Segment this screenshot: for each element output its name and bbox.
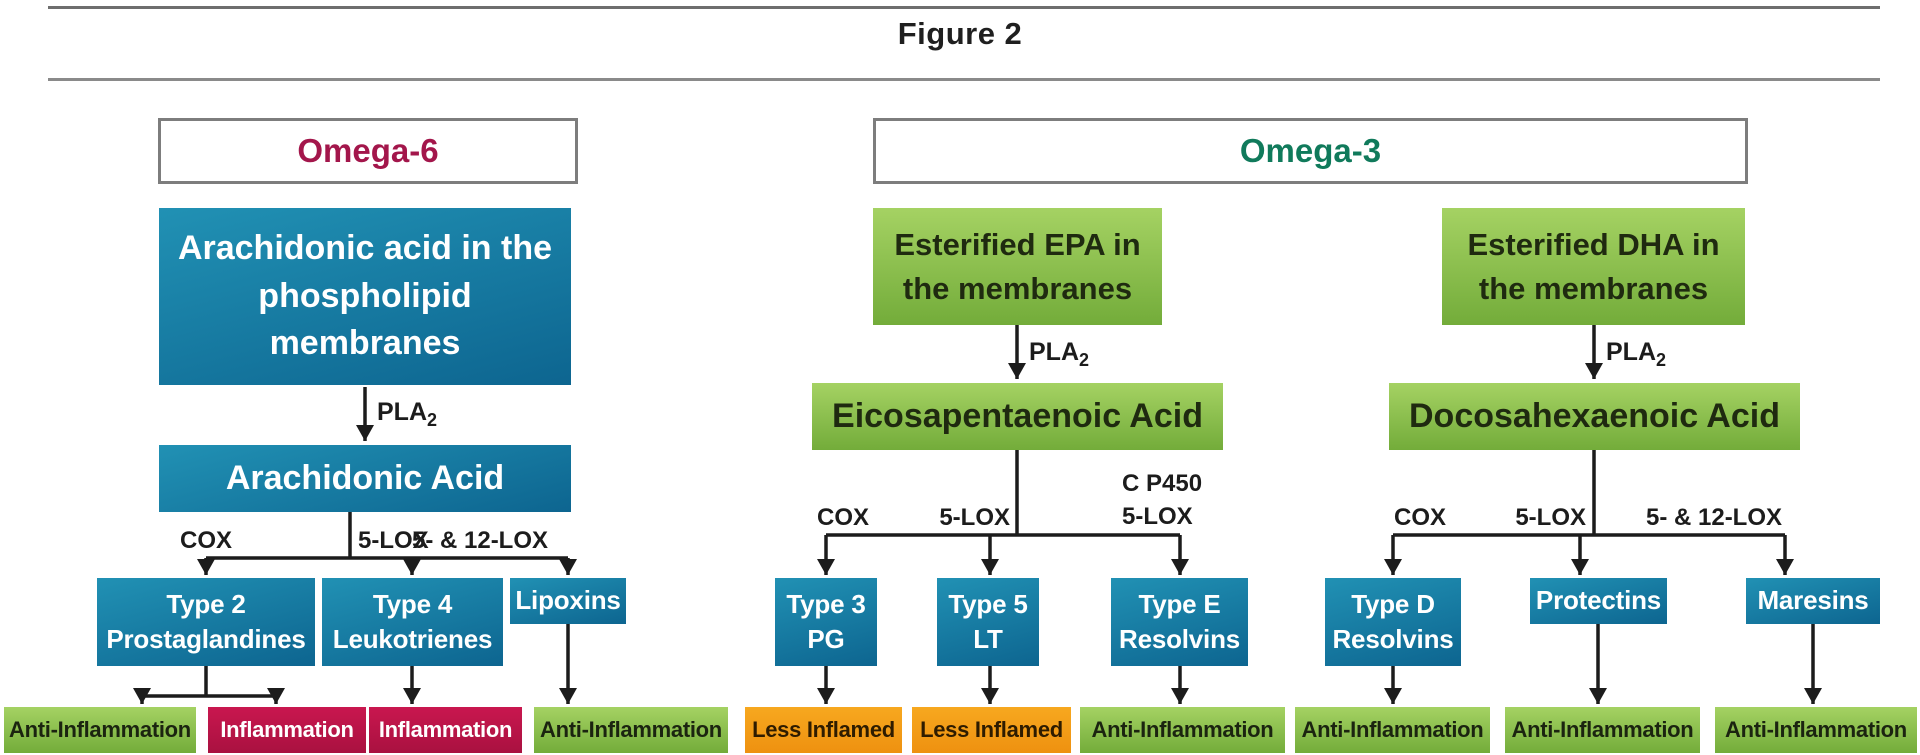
arachidonic-acid-box: Arachidonic Acid (159, 445, 571, 512)
outcome-less-inflamed-2: Less Inflamed (912, 707, 1071, 753)
outcome-inflammation-2: Inflammation (369, 707, 522, 753)
type-e-resolvins-box: Type E Resolvins (1111, 578, 1248, 666)
top-rule (48, 6, 1880, 9)
lipoxins-box: Lipoxins (510, 578, 626, 624)
enzyme-label-5-12lox-omega6: 5- & 12-LOX (411, 527, 549, 554)
arachidonic-membrane-box: Arachidonic acid in the phospholipid mem… (159, 208, 571, 385)
outcome-anti-inflammation-1: Anti-Inflammation (4, 707, 196, 753)
outcome-anti-inflammation-5: Anti-Inflammation (1505, 707, 1700, 753)
docosahexaenoic-acid-box: Docosahexaenoic Acid (1389, 383, 1800, 450)
enzyme-label-5lox-dha: 5-LOX (1515, 504, 1586, 531)
enzyme-label-cp450-epa: C P450 (1122, 470, 1203, 497)
enzyme-label-cox-omega6: COX (179, 527, 232, 554)
pla2-label-dha: PLA2 (1606, 338, 1667, 370)
title-divider-rule (48, 78, 1880, 81)
outcome-inflammation-1: Inflammation (208, 707, 366, 753)
enzyme-label-5lox-epa: 5-LOX (939, 504, 1010, 531)
outcome-anti-inflammation-3: Anti-Inflammation (1080, 707, 1285, 753)
outcome-less-inflamed-1: Less Inflamed (745, 707, 902, 753)
type3-pg-box: Type 3 PG (775, 578, 877, 666)
maresins-box: Maresins (1746, 578, 1880, 624)
outcome-anti-inflammation-4: Anti-Inflammation (1295, 707, 1490, 753)
outcome-anti-inflammation-6: Anti-Inflammation (1715, 707, 1917, 753)
omega6-header: Omega-6 (158, 118, 578, 184)
type5-lt-box: Type 5 LT (937, 578, 1039, 666)
protectins-box: Protectins (1530, 578, 1667, 624)
type-d-resolvins-box: Type D Resolvins (1325, 578, 1461, 666)
figure-title: Figure 2 (897, 16, 1023, 51)
esterified-dha-box: Esterified DHA in the membranes (1442, 208, 1745, 325)
outcome-anti-inflammation-2: Anti-Inflammation (534, 707, 728, 753)
enzyme-label-cox-epa: COX (816, 504, 869, 531)
enzyme-label-5lox2-epa: 5-LOX (1122, 503, 1193, 530)
enzyme-label-5-12lox-dha: 5- & 12-LOX (1645, 504, 1783, 531)
enzyme-label-cox-dha: COX (1393, 504, 1446, 531)
enzyme-label-5lox-omega6: 5-LOX (358, 527, 429, 554)
eicosapentaenoic-acid-box: Eicosapentaenoic Acid (812, 383, 1223, 450)
pla2-label-epa: PLA2 (1029, 338, 1090, 370)
esterified-epa-box: Esterified EPA in the membranes (873, 208, 1162, 325)
type4-leukotrienes-box: Type 4 Leukotrienes (322, 578, 503, 666)
type2-prostaglandines-box: Type 2 Prostaglandines (97, 578, 315, 666)
omega3-header: Omega-3 (873, 118, 1748, 184)
pla2-label-omega6: PLA2 (377, 398, 438, 430)
